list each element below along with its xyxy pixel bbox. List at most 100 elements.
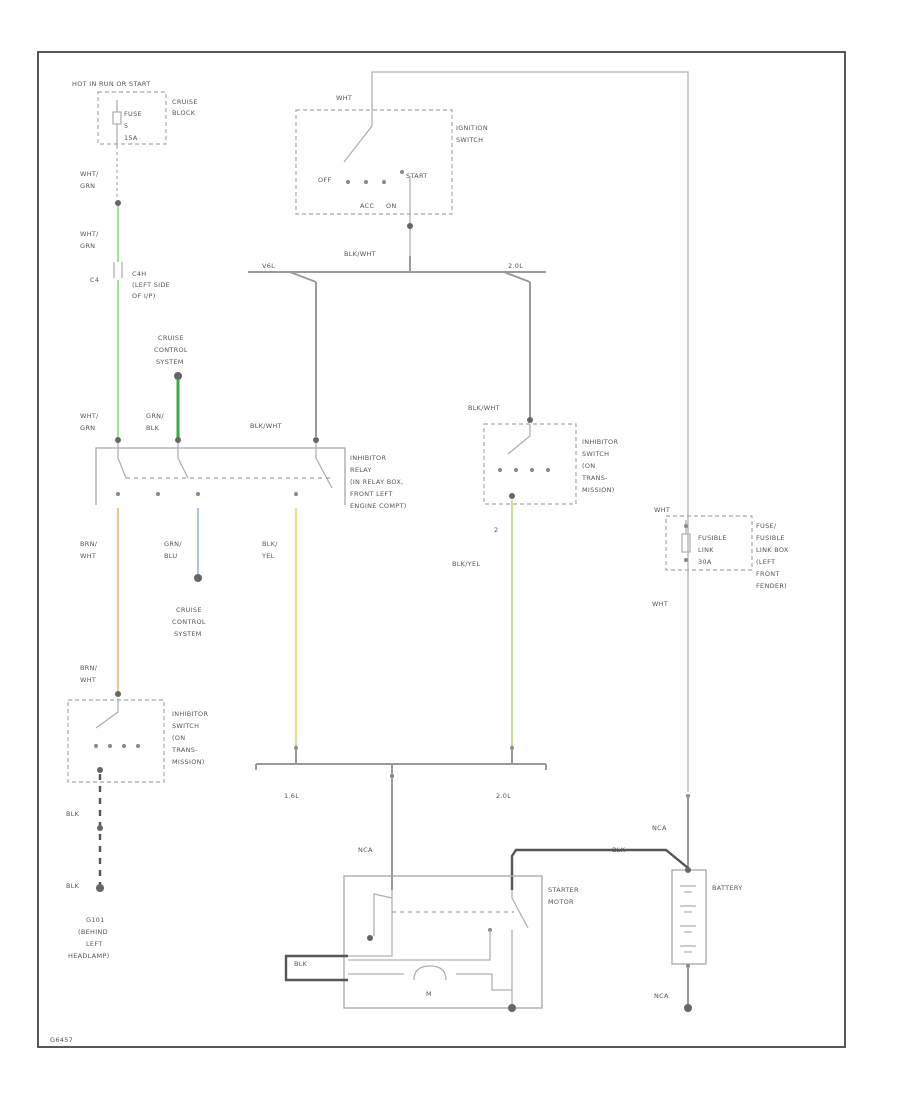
wht-top-label: WHT xyxy=(336,94,352,102)
lower-switch-pos-4 xyxy=(136,744,140,748)
battery-cells xyxy=(680,885,696,953)
battery-ground-point xyxy=(684,1004,692,1012)
wire-bus-right-branch xyxy=(503,271,531,283)
hot-in-run-label: HOT IN RUN OR START xyxy=(72,80,151,88)
ignition-pos-start xyxy=(400,170,404,174)
starter-solenoid-contact-1 xyxy=(373,890,393,940)
grn-blu-label-b: BLU xyxy=(164,552,177,560)
wht-grn-label-3: WHT/ xyxy=(80,412,99,420)
c4-desc-1: C4H xyxy=(132,270,146,278)
fuse-link-label-2: FUSIBLE xyxy=(756,534,785,542)
battery-label: BATTERY xyxy=(712,884,743,892)
starter-label-1: STARTER xyxy=(548,886,579,894)
right-switch-pos-3 xyxy=(530,468,534,472)
relay-point-1 xyxy=(116,492,120,496)
right-switch-label-1: INHIBITOR xyxy=(582,438,618,446)
c4-desc-2: (LEFT SIDE xyxy=(132,281,170,289)
m-label: M xyxy=(426,990,432,998)
starter-label-2: MOTOR xyxy=(548,898,574,906)
right-switch-terminal-bot xyxy=(509,493,515,499)
grn-blu-label: GRN/ xyxy=(164,540,182,548)
lower-switch-terminal-top xyxy=(115,691,121,697)
fuse-block-box xyxy=(97,91,167,145)
blk-yel-label-1b: YEL xyxy=(261,552,275,560)
wire-starter-strap xyxy=(284,954,348,982)
cruise-top-terminal xyxy=(174,372,182,380)
wht-grn-label-2b: GRN xyxy=(80,242,95,250)
relay-label-3: (IN RELAY BOX, xyxy=(350,478,404,486)
brn-wht-label-2b: WHT xyxy=(80,676,96,684)
c4-desc-3: OF I/P) xyxy=(132,292,156,300)
blk-starter-label: BLK xyxy=(294,960,308,968)
g101-label-2: (BEHIND xyxy=(78,928,108,936)
relay-contact-2 xyxy=(177,440,189,479)
fusible-label-1: FUSIBLE xyxy=(698,534,727,542)
start-label: START xyxy=(406,172,428,180)
ignition-contact xyxy=(343,110,373,163)
blk-label-1: BLK xyxy=(66,810,80,818)
g101-label-3: LEFT xyxy=(86,940,103,948)
fuse-link-label-3: LINK BOX xyxy=(756,546,789,554)
g101-label-4: HEADLAMP) xyxy=(68,952,109,960)
right-switch-terminal-top xyxy=(527,417,533,423)
fuse-link-label-4: (LEFT xyxy=(756,558,775,566)
relay-terminal-1 xyxy=(115,437,121,443)
wire-battery-cable xyxy=(510,848,689,890)
fuse-label: FUSE xyxy=(124,110,142,118)
ignition-pos-on xyxy=(382,180,386,184)
lower-switch-contact xyxy=(95,698,119,729)
relay-box-outline xyxy=(95,447,346,505)
blk-wht-label-2: BLK/WHT xyxy=(468,404,500,412)
wht-grn-label-2: WHT/ xyxy=(80,230,99,238)
grn-blk-label-b: BLK xyxy=(146,424,160,432)
c4-connector xyxy=(113,262,123,278)
fusible-dot-bot xyxy=(684,558,688,562)
fuse-block-label-1: CRUISE xyxy=(172,98,198,106)
ignition-switch-box xyxy=(295,109,453,215)
lower-switch-label-4: TRANS- xyxy=(171,746,198,754)
fusible-dot-top xyxy=(684,524,688,528)
lower-switch-label-1: INHIBITOR xyxy=(172,710,208,718)
blk-bat-label: BLK xyxy=(612,846,626,854)
starter-coil-wires xyxy=(344,930,513,1008)
wire-bus-left-branch xyxy=(289,271,317,283)
fuse-link-label-6: FENDER) xyxy=(756,582,787,590)
starter-feed-terminal xyxy=(390,774,394,778)
relay-point-4 xyxy=(294,492,298,496)
lower-inhibitor-switch-box xyxy=(67,699,165,783)
fusible-label-2: LINK xyxy=(698,546,714,554)
battery-positive-terminal xyxy=(685,867,691,873)
cruise-bot-label-3: SYSTEM xyxy=(174,630,202,638)
cruise-bot-label-2: CONTROL xyxy=(172,618,206,626)
right-switch-label-2: SWITCH xyxy=(582,450,609,458)
fuse-rating-label: 15A xyxy=(124,134,138,142)
lower-switch-pos-2 xyxy=(108,744,112,748)
cruise-top-label-3: SYSTEM xyxy=(156,358,184,366)
wire-lower-bus-left-up xyxy=(255,748,547,770)
grn-blk-label: GRN/ xyxy=(146,412,164,420)
c4-label: C4 xyxy=(90,276,99,284)
right-switch-pos-4 xyxy=(546,468,550,472)
cruise-bottom-terminal xyxy=(194,574,202,582)
pin-2-label: 2 xyxy=(494,526,498,534)
relay-point-3 xyxy=(196,492,200,496)
relay-point-2 xyxy=(156,492,160,496)
relay-contact-1 xyxy=(117,440,127,479)
battery-box xyxy=(671,869,707,965)
brn-wht-label-1b: WHT xyxy=(80,552,96,560)
fuse-link-label-5: FRONT xyxy=(756,570,780,578)
ground-splice-1 xyxy=(97,825,103,831)
motor-symbol xyxy=(413,965,447,981)
right-switch-label-5: MISSION) xyxy=(582,486,615,494)
lower-switch-label-2: SWITCH xyxy=(172,722,199,730)
lower-switch-label-5: MISSION) xyxy=(172,758,205,766)
cruise-top-label-2: CONTROL xyxy=(154,346,188,354)
right-switch-contact xyxy=(507,424,531,455)
ignition-output-terminal xyxy=(407,223,413,229)
cruise-bot-label-1: CRUISE xyxy=(176,606,202,614)
splice-dot xyxy=(115,200,121,206)
relay-label-2: RELAY xyxy=(350,466,372,474)
lower-switch-terminal-bot xyxy=(97,767,103,773)
ignition-pos-off xyxy=(346,180,350,184)
